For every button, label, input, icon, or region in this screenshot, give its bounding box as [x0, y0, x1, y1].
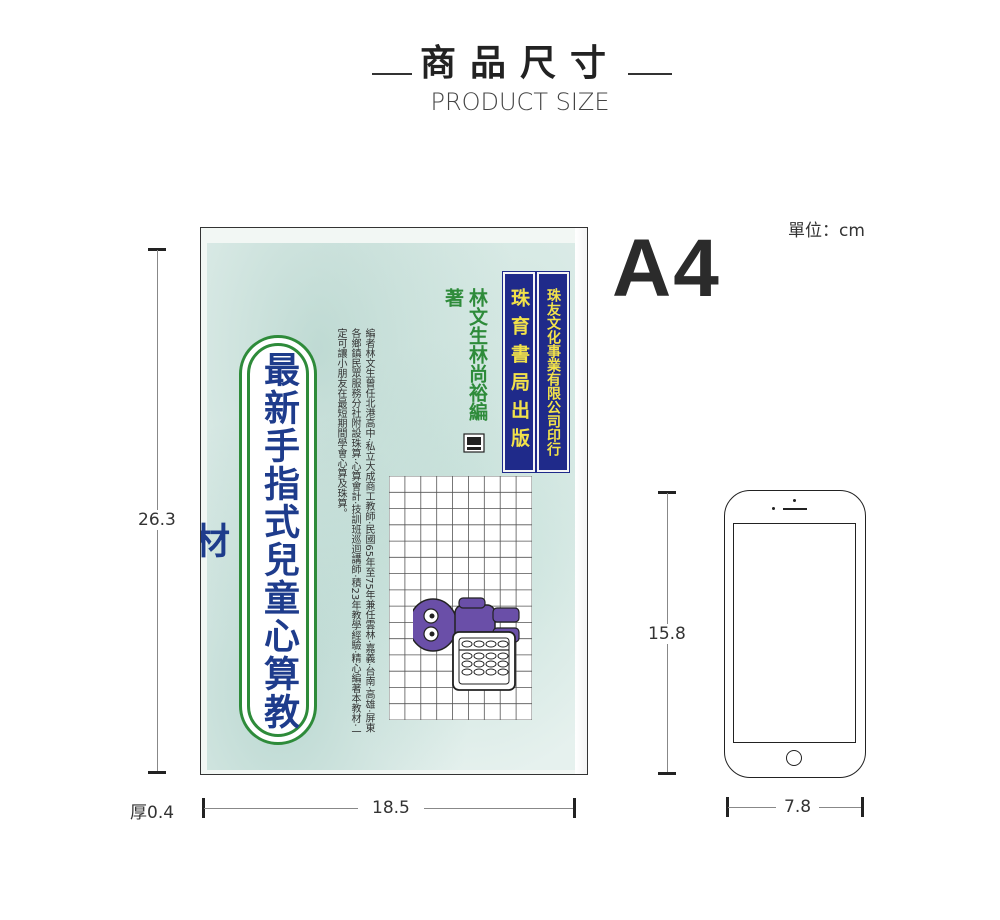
phone-width-value: 7.8 [776, 797, 820, 817]
phone-height-top-tick [658, 491, 676, 494]
page-subtitle: PRODUCT SIZE [430, 88, 610, 116]
publisher-logo-icon [463, 433, 485, 453]
book-thickness-value: 厚0.4 [130, 803, 175, 823]
book-page-edge [575, 228, 587, 774]
author-bio-text: 編者林文生曾任北港高中·私立大成商工教師·民國65年至75年兼任雲林·嘉義·台南… [335, 328, 374, 737]
title-line-right [628, 73, 672, 75]
phone-height-value: 15.8 [648, 624, 686, 644]
height-ruler-bottom-tick [148, 771, 166, 774]
publisher-banner: 珠育書局出版 [503, 272, 535, 472]
book-width-value: 18.5 [358, 798, 424, 818]
width-ruler-left-tick [202, 798, 205, 818]
unit-label: 單位：cm [788, 221, 865, 241]
size-badge: A4 [612, 223, 721, 314]
book-authors: 林文生林尚裕編著 [442, 288, 488, 421]
width-ruler-right-tick [573, 798, 576, 818]
mascot-child-abacus-illustration [413, 597, 520, 691]
page-title: 商品尺寸 [420, 43, 621, 84]
book-cover: 最新手指式兒童心算教材 編者林文生曾任北港高中·私立大成商工教師·民國65年至7… [200, 227, 588, 775]
height-ruler-top-tick [148, 248, 166, 251]
phone-height-bottom-tick [658, 772, 676, 775]
phone-screen [733, 523, 856, 743]
book-title: 最新手指式兒童心算教材 [200, 350, 299, 731]
smartphone-outline-icon [724, 490, 866, 778]
phone-width-right-tick [861, 797, 864, 817]
publisher-name: 珠育書局出版 [508, 288, 530, 456]
title-oval-frame [239, 335, 317, 745]
phone-speaker-icon [783, 508, 807, 510]
title-line-left [372, 73, 412, 75]
book-height-value: 26.3 [138, 510, 176, 530]
abacus-icon [452, 631, 516, 691]
phone-width-left-tick [726, 797, 729, 817]
printer-banner: 珠友文化事業有限公司印行 [537, 272, 569, 472]
phone-home-button-icon [786, 750, 802, 766]
printer-name: 珠友文化事業有限公司印行 [545, 288, 561, 456]
